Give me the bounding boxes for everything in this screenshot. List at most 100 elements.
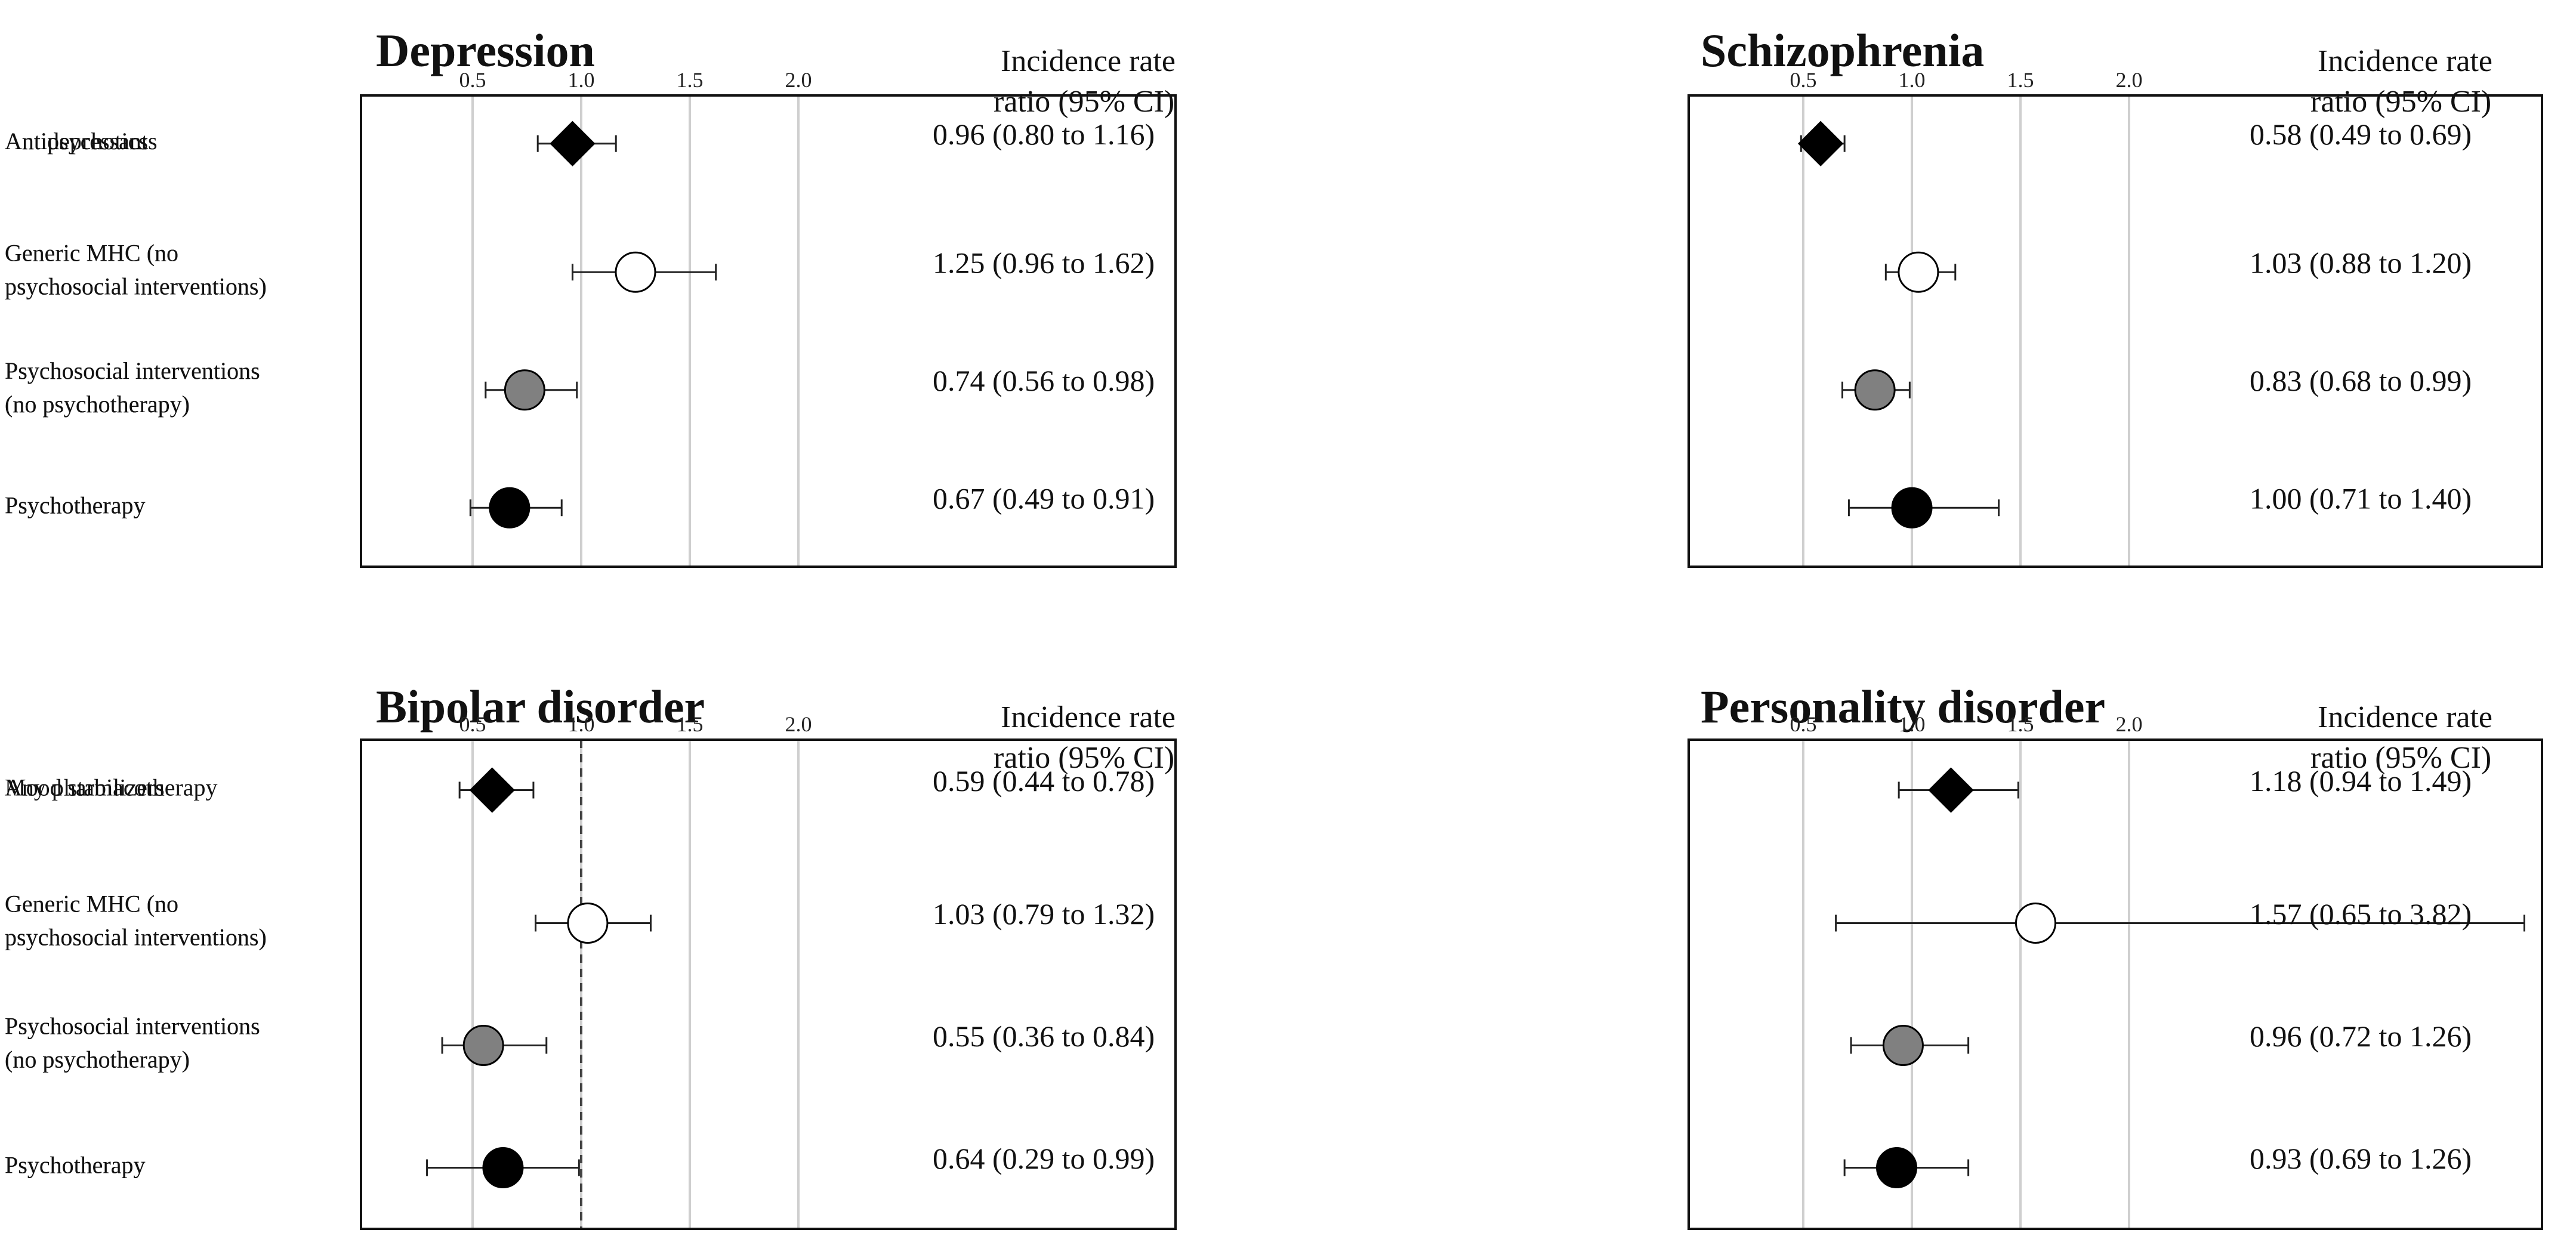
forest-panel-4: Personality disorder Incidence rate ratio …	[5, 681, 2543, 1230]
header-label-ratio: ratio (95% CI)	[2310, 741, 2491, 775]
tick-label: 0.5	[459, 68, 486, 92]
header-label-incidence: Incidence rate	[1001, 700, 1176, 734]
panel-frame	[360, 94, 1177, 568]
tick-label: 0.5	[1790, 68, 1817, 92]
estimate-ci-text: 1.03 (0.88 to 1.20)	[2250, 246, 2472, 280]
panel-title: Schizophrenia	[1701, 24, 1984, 76]
row-label: Any pharmacotherapy	[5, 774, 218, 801]
row-label: psychosocial interventions)	[5, 924, 267, 951]
panel-title: Depression	[376, 24, 595, 76]
row-label: Generic MHC (no	[5, 239, 178, 266]
row-label: Generic MHC (no	[5, 891, 178, 917]
forest-panel-1: Depression Incidence rate ratio (95% CI) 0.…	[5, 24, 1177, 568]
row-label: (no psychotherapy)	[5, 391, 190, 418]
row-label: Psychotherapy	[5, 492, 146, 518]
forest-row: Psychotherapy 0.93 (0.69 to 1.26)	[5, 1142, 2472, 1188]
estimate-ci-text: 0.96 (0.72 to 1.26)	[2250, 1019, 2472, 1053]
header-label-incidence: Incidence rate	[2318, 700, 2492, 734]
forest-row: Psychotherapy 0.67 (0.49 to 0.91)	[5, 482, 1155, 529]
estimate-circle	[489, 487, 530, 529]
forest-row: Generic MHC (no psychosocial intervention…	[5, 239, 2472, 299]
tick-label: 1.0	[1899, 712, 1926, 736]
estimate-circle	[1876, 1147, 1918, 1188]
estimate-ci-text: 0.64 (0.29 to 0.99)	[933, 1142, 1155, 1175]
estimate-ci-text: 1.25 (0.96 to 1.62)	[933, 246, 1155, 280]
tick-label: 1.0	[568, 712, 595, 736]
estimate-diamond	[1797, 120, 1844, 166]
row-label: psychosocial interventions)	[5, 273, 267, 299]
panel-title: Bipolar disorder	[376, 681, 705, 733]
estimate-circle	[462, 1025, 504, 1066]
forest-row: Psychosocial interventions (no psychother…	[5, 1013, 2472, 1073]
forest-row: Any pharmacotherapy 1.18 (0.94 to 1.49)	[5, 764, 2472, 813]
row-label: Antipsychotics	[5, 128, 148, 154]
header-label-ratio: ratio (95% CI)	[994, 741, 1174, 775]
header-label-ratio: ratio (95% CI)	[2310, 85, 2491, 119]
estimate-circle	[2014, 903, 2056, 944]
header-label-ratio: ratio (95% CI)	[994, 85, 1174, 119]
estimate-circle	[504, 369, 545, 411]
forest-panel-2: Schizophrenia Incidence rate ratio (95% CI…	[5, 24, 2543, 568]
estimate-diamond	[1928, 767, 1974, 813]
forest-row: Generic MHC (no psychosocial intervention…	[5, 239, 1155, 299]
tick-label: 1.5	[677, 712, 704, 736]
header-label-incidence: Incidence rate	[1001, 44, 1176, 78]
header-label-incidence: Incidence rate	[2318, 44, 2492, 78]
forest-row: Psychosocial interventions (no psychother…	[5, 357, 1155, 418]
estimate-ci-text: 0.93 (0.69 to 1.26)	[2250, 1142, 2472, 1175]
estimate-ci-text: 0.83 (0.68 to 0.99)	[2250, 364, 2472, 397]
estimate-ci-text: 0.55 (0.36 to 0.84)	[933, 1019, 1155, 1053]
estimate-ci-text: 1.18 (0.94 to 1.49)	[2250, 764, 2472, 798]
forest-row: Psychosocial interventions (no psychother…	[5, 357, 2472, 418]
row-label: Antidepressants	[5, 128, 158, 154]
forest-row: Psychosocial interventions (no psychother…	[5, 1013, 1155, 1073]
panel-title: Personality disorder	[1701, 681, 2105, 733]
forest-row: Psychotherapy 1.00 (0.71 to 1.40)	[5, 482, 2472, 529]
estimate-ci-text: 0.58 (0.49 to 0.69)	[2250, 118, 2472, 151]
tick-label: 1.0	[1899, 68, 1926, 92]
row-label: Psychosocial interventions	[5, 1013, 260, 1040]
tick-label: 1.0	[568, 68, 595, 92]
forest-panel-3: Bipolar disorder Incidence rate ratio (95%…	[5, 681, 1177, 1230]
estimate-ci-text: 1.03 (0.79 to 1.32)	[933, 897, 1155, 931]
forest-row: Generic MHC (no psychosocial intervention…	[5, 891, 2525, 951]
tick-label: 2.0	[785, 68, 812, 92]
row-label: Generic MHC (no	[5, 891, 178, 917]
panel-frame	[1687, 738, 2543, 1230]
panel-frame	[1687, 94, 2543, 568]
tick-label: 1.5	[2007, 68, 2034, 92]
tick-label: 1.5	[677, 68, 704, 92]
estimate-ci-text: 1.00 (0.71 to 1.40)	[2250, 482, 2472, 515]
row-label: Mood stabilizers	[5, 774, 165, 801]
estimate-circle	[1898, 251, 1939, 293]
row-label: psychosocial interventions)	[5, 924, 267, 951]
estimate-circle	[1854, 369, 1896, 411]
row-label: Psychosocial interventions	[5, 1013, 260, 1040]
estimate-ci-text: 0.74 (0.56 to 0.98)	[933, 364, 1155, 397]
row-label: Psychotherapy	[5, 1152, 146, 1179]
estimate-circle	[615, 251, 656, 293]
forest-row: Antipsychotics 0.58 (0.49 to 0.69)	[5, 118, 2472, 166]
row-label: Psychotherapy	[5, 1152, 146, 1179]
panel-frame	[360, 738, 1177, 1230]
tick-label: 0.5	[459, 712, 486, 736]
row-label: (no psychotherapy)	[5, 391, 190, 418]
tick-label: 2.0	[2116, 712, 2143, 736]
row-label: Psychosocial interventions	[5, 357, 260, 384]
estimate-diamond	[550, 120, 596, 166]
row-label: (no psychotherapy)	[5, 1046, 190, 1073]
row-label: Generic MHC (no	[5, 239, 178, 266]
forest-row: Generic MHC (no psychosocial intervention…	[5, 891, 1155, 951]
estimate-circle	[567, 903, 609, 944]
forest-row: Psychotherapy 0.64 (0.29 to 0.99)	[5, 1142, 1155, 1188]
row-label: Psychosocial interventions	[5, 357, 260, 384]
estimate-circle	[1891, 487, 1933, 529]
estimate-circle	[482, 1147, 524, 1188]
row-label: (no psychotherapy)	[5, 1046, 190, 1073]
estimate-ci-text: 1.57 (0.65 to 3.82)	[2250, 897, 2472, 931]
estimate-ci-text: 0.67 (0.49 to 0.91)	[933, 482, 1155, 515]
row-label: psychosocial interventions)	[5, 273, 267, 299]
